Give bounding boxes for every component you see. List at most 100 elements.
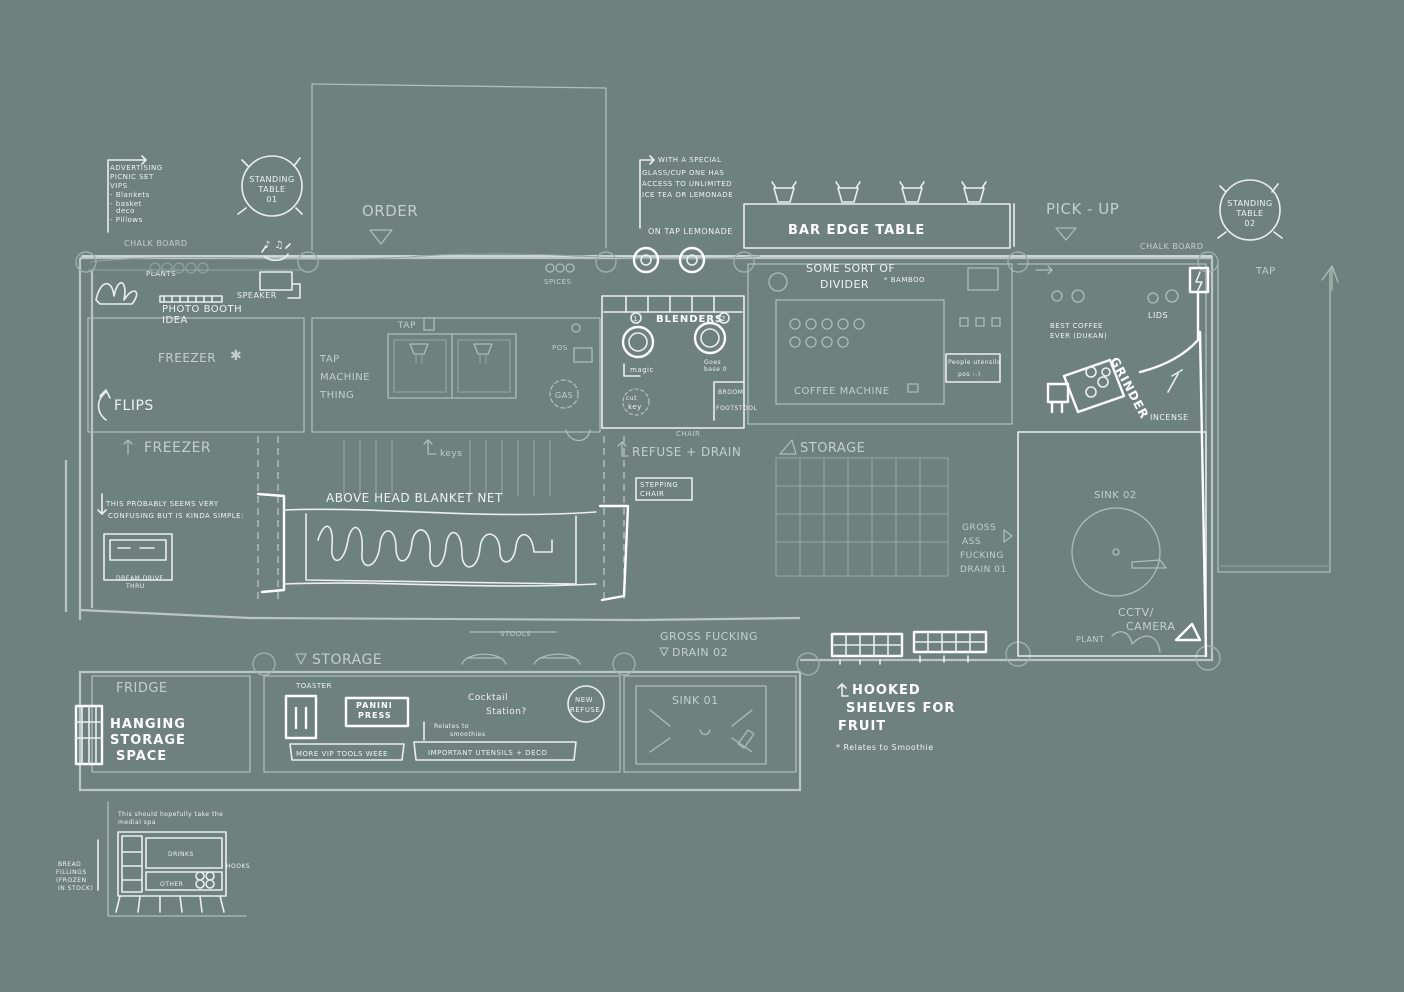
storage-low: STORAGE STOOLS xyxy=(295,630,581,668)
pickup-label: PICK - UP xyxy=(1046,200,1119,218)
svg-text:WITH A SPECIAL: WITH A SPECIAL xyxy=(658,156,722,164)
storage-mid-label: STORAGE xyxy=(800,441,865,456)
divider-label: SOME SORT OF xyxy=(806,262,895,275)
hanging-plants-line xyxy=(89,253,761,263)
sink-01-label: SINK 01 xyxy=(672,694,719,707)
spices-label: SPICES xyxy=(544,278,572,286)
drive-thru-icon xyxy=(103,533,173,581)
svg-text:magic: magic xyxy=(630,366,654,374)
svg-text:- Pillows: - Pillows xyxy=(110,216,143,224)
svg-text:DIVIDER: DIVIDER xyxy=(820,278,869,291)
photo-booth-label: PHOTO BOOTH xyxy=(162,304,242,315)
svg-text:MACHINE: MACHINE xyxy=(320,372,370,383)
keys-label: keys xyxy=(440,449,462,459)
svg-text:02: 02 xyxy=(1244,219,1255,228)
svg-text:01: 01 xyxy=(266,195,277,204)
svg-text:CAMERA: CAMERA xyxy=(1126,620,1175,633)
svg-text:STANDING: STANDING xyxy=(249,175,295,184)
back-shelving xyxy=(343,440,949,577)
svg-text:DRAIN 02: DRAIN 02 xyxy=(672,646,728,659)
svg-text:GROSS: GROSS xyxy=(962,523,996,533)
speaker-label: SPEAKER xyxy=(237,291,277,300)
walkway-left xyxy=(257,436,279,600)
lower-counter: FRIDGE HANGING STORAGE SPACE TOASTER PAN… xyxy=(74,675,797,773)
plants-icon xyxy=(95,282,138,305)
pos-left-label: POS xyxy=(552,344,568,352)
column-nodes xyxy=(75,251,1221,676)
svg-text:medial spa: medial spa xyxy=(118,819,156,826)
lemonade-tap-2 xyxy=(678,246,706,274)
hooked-shelves: HOOKED SHELVES FOR FRUIT * Relates to Sm… xyxy=(830,630,988,752)
svg-text:FRUIT: FRUIT xyxy=(838,719,886,734)
fridge-label: FRIDGE xyxy=(116,681,168,696)
cocktail-label: Cocktail xyxy=(468,693,508,703)
svg-text:Relates to: Relates to xyxy=(434,723,469,730)
svg-text:REFUSE: REFUSE xyxy=(570,706,600,714)
chalk-board-right-label: CHALK BOARD xyxy=(1140,242,1204,251)
svg-text:TAP: TAP xyxy=(319,354,340,365)
hanging-storage-label: HANGING xyxy=(110,717,186,732)
svg-text:PRESS: PRESS xyxy=(358,711,392,720)
lids-label: LIDS xyxy=(1148,311,1168,320)
grinder-zone: BEST COFFEE EVER (DUKAN) LIDS GRINDER IN… xyxy=(1017,263,1210,433)
sink-02-label: SINK 02 xyxy=(1094,490,1137,501)
tap-right-label: TAP xyxy=(1255,266,1276,277)
svg-text:Goes: Goes xyxy=(704,359,721,366)
footstool-label: FOOTSTOOL xyxy=(716,405,757,412)
hooked-shelves-label: HOOKED xyxy=(852,683,921,698)
svg-text:Station?: Station? xyxy=(486,707,527,717)
svg-text:* BAMBOO: * BAMBOO xyxy=(884,276,925,284)
standing-table-02: STANDING TABLE 02 xyxy=(1217,179,1283,241)
tap-icon xyxy=(423,317,435,331)
new-refuse-icon xyxy=(567,685,605,723)
svg-text:base 0: base 0 xyxy=(704,366,727,373)
grinder-label: GRINDER xyxy=(1107,355,1151,422)
sink-02: SINK 02 CCTV/ CAMERA PLANT xyxy=(1017,330,1208,658)
chalk-board-left-label: CHALK BOARD xyxy=(124,239,188,248)
svg-text:PANINI: PANINI xyxy=(356,701,393,710)
svg-text:CONFUSING BUT IS KINDA SIMPLE:: CONFUSING BUT IS KINDA SIMPLE: xyxy=(108,512,244,520)
refuse-drain: REFUSE + DRAIN CHAIR STEPPING CHAIR xyxy=(565,429,741,501)
svg-text:cut: cut xyxy=(626,395,637,402)
relates-smoothie-label: * Relates to Smoothie xyxy=(836,743,934,752)
explanation-note: THIS PROBABLY SEEMS VERY CONFUSING BUT I… xyxy=(97,493,244,590)
svg-text:VIPS: VIPS xyxy=(110,182,128,190)
svg-text:HOOKS: HOOKS xyxy=(226,863,250,870)
order-label: ORDER xyxy=(362,202,418,220)
gas-circle xyxy=(549,379,579,409)
advertising-note: ADVERTISING PICNIC SET VIPS - Blankets -… xyxy=(107,155,162,233)
important-utensils-label: IMPORTANT UTENSILS + DECO xyxy=(428,749,547,757)
svg-text:THRU: THRU xyxy=(125,583,145,590)
coffee-machine-label: COFFEE MACHINE xyxy=(794,386,890,397)
svg-text:BREAD: BREAD xyxy=(58,861,81,868)
svg-text:GROSS FUCKING: GROSS FUCKING xyxy=(660,630,758,643)
svg-text:pos :-): pos :-) xyxy=(958,371,981,378)
svg-text:People utensils: People utensils xyxy=(948,359,1001,366)
outer-walls xyxy=(64,256,1331,792)
svg-text:TABLE: TABLE xyxy=(1235,209,1263,218)
svg-text:PICNIC SET: PICNIC SET xyxy=(110,173,154,181)
tap-right-icon xyxy=(1321,265,1339,291)
svg-text:(FROZEN: (FROZEN xyxy=(56,877,87,884)
svg-text:deco: deco xyxy=(116,207,135,215)
freezer-label: FREEZER xyxy=(158,351,216,365)
bar-stool-2 xyxy=(835,181,861,203)
stepping-chair-label: STEPPING xyxy=(640,481,678,489)
standing-table-01: STANDING TABLE 01 xyxy=(237,155,303,217)
freezer-zone: PLANTS PHOTO BOOTH IDEA FREEZER ✱ FLIPS … xyxy=(87,262,305,456)
blanket-net-label: ABOVE HEAD BLANKET NET xyxy=(326,491,503,505)
svg-text:CHAIR: CHAIR xyxy=(640,490,664,498)
lemonade-tap-1 xyxy=(632,246,660,274)
incense-label: INCENSE xyxy=(1150,413,1189,422)
svg-text:2: 2 xyxy=(721,315,726,323)
svg-text:STANDING: STANDING xyxy=(1227,199,1273,208)
blenders-label: BLENDERS xyxy=(656,314,723,325)
bar-stool-1 xyxy=(771,181,797,203)
power-outlet-icon xyxy=(1188,266,1210,294)
bar-edge-table-label: BAR EDGE TABLE xyxy=(788,223,925,238)
svg-text:DRINKS: DRINKS xyxy=(168,851,194,858)
svg-text:STORAGE: STORAGE xyxy=(110,733,186,748)
svg-text:TABLE: TABLE xyxy=(257,185,285,194)
